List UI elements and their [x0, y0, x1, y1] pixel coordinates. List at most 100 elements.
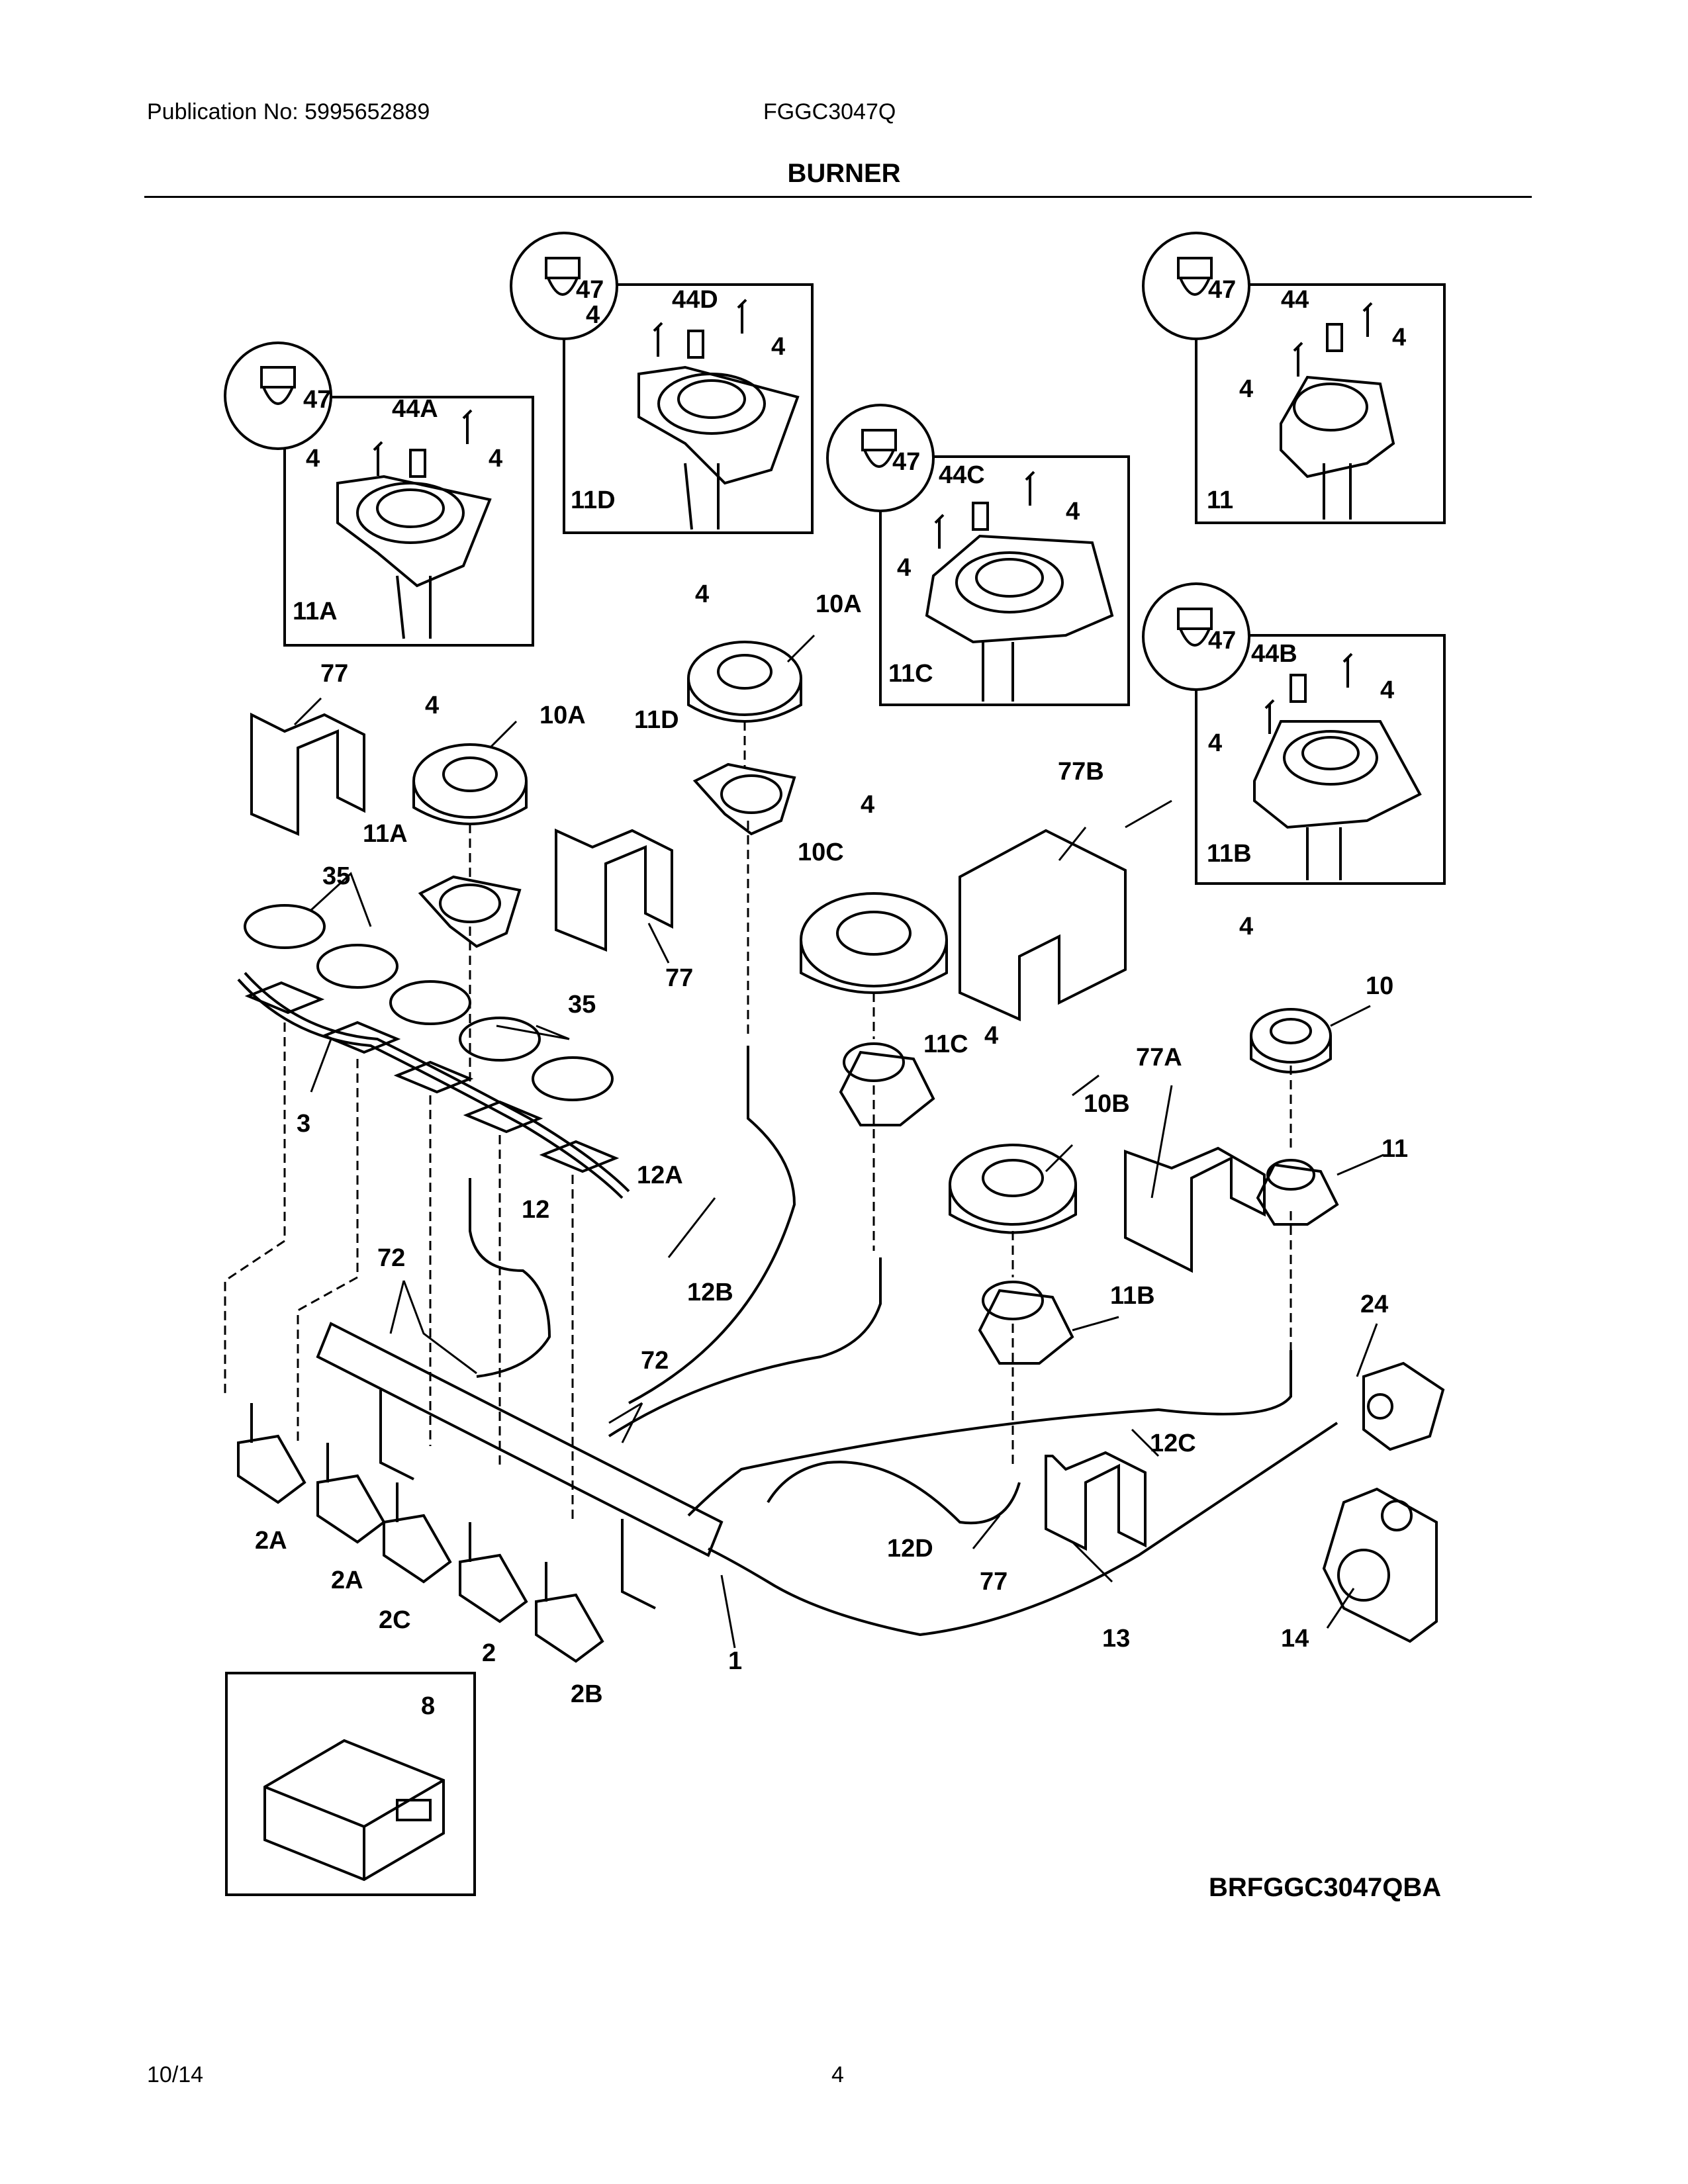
- callout-44A: 44A: [392, 395, 438, 423]
- burner-base-11C: [925, 534, 1114, 702]
- header-rule: [144, 196, 1532, 198]
- burner-head-10: [1250, 1008, 1332, 1073]
- callout-4: 4: [984, 1022, 998, 1050]
- inset-11B: [1195, 634, 1446, 885]
- heat-shield-77B: [959, 829, 1127, 1022]
- callout-13: 13: [1102, 1625, 1130, 1653]
- electrode-44B-icon: [1289, 674, 1307, 703]
- screw-icon: [1342, 653, 1353, 688]
- orifice-callout-circle: [510, 232, 618, 340]
- heat-shield-77-left: [250, 712, 365, 837]
- callout-44: 44: [1281, 286, 1309, 314]
- callout-2: 2: [482, 1639, 496, 1667]
- inset-11D: [563, 283, 814, 534]
- publication-date: 10/14: [147, 2062, 204, 2087]
- callout-11C: 11C: [888, 660, 933, 688]
- callout-4: 4: [489, 445, 502, 473]
- callout-2A: 2A: [255, 1527, 287, 1555]
- callout-10A: 10A: [816, 590, 862, 618]
- ignition-harness-3: [237, 972, 630, 1199]
- heat-shield-77A: [1124, 1146, 1266, 1273]
- valve-2A-right: [316, 1443, 386, 1544]
- callout-4: 4: [425, 692, 439, 719]
- burner-base-11B: [1253, 720, 1422, 880]
- callout-47: 47: [303, 386, 331, 414]
- manifold-brackets: [379, 1390, 656, 1610]
- burner-base-11A-exploded: [418, 875, 522, 948]
- screw-icon: [1264, 699, 1275, 734]
- callout-3: 3: [297, 1110, 310, 1138]
- burner-head-10C: [800, 892, 948, 994]
- callout-72: 72: [641, 1347, 669, 1375]
- callout-12D: 12D: [887, 1535, 933, 1563]
- orifice-47-icon: [260, 366, 296, 405]
- callout-12B: 12B: [687, 1279, 733, 1306]
- screw-icon: [1362, 302, 1373, 337]
- screw-icon: [373, 441, 383, 476]
- callout-4: 4: [1392, 324, 1406, 351]
- screw-icon: [934, 514, 945, 549]
- callout-4: 4: [1239, 375, 1253, 403]
- callout-4: 4: [897, 554, 911, 582]
- tube-12B: [608, 1257, 882, 1437]
- callout-11A: 11A: [293, 598, 338, 625]
- burner-base-11B-exploded: [978, 1281, 1074, 1365]
- callout-11B: 11B: [1207, 840, 1252, 868]
- callout-11: 11: [1382, 1135, 1408, 1163]
- callout-47: 47: [1208, 276, 1236, 304]
- callout-8: 8: [421, 1692, 435, 1720]
- tube-12D: [767, 1461, 1021, 1525]
- callout-11C: 11C: [923, 1030, 968, 1058]
- tube-13: [708, 1422, 1338, 1637]
- callout-4: 4: [1208, 729, 1222, 757]
- valve-2: [459, 1522, 528, 1623]
- callout-10B: 10B: [1084, 1090, 1130, 1118]
- orifice-47-icon: [545, 257, 581, 296]
- inset-11A: [283, 396, 534, 647]
- callout-4: 4: [1066, 498, 1080, 525]
- valve-2B: [535, 1562, 604, 1663]
- orifice-callout-circle: [826, 404, 935, 512]
- callout-labels: 47 44A 4 4 11A 47 44D 4 4 11D 47 44C 4 4…: [255, 276, 1408, 1720]
- callout-77: 77: [980, 1568, 1008, 1596]
- callout-11A: 11A: [363, 820, 408, 848]
- callout-47: 47: [892, 448, 920, 476]
- orifice-47-icon: [1177, 608, 1213, 647]
- burner-head-10B: [949, 1144, 1077, 1234]
- callout-2C: 2C: [379, 1606, 411, 1634]
- callout-77: 77: [320, 660, 348, 688]
- callout-11B: 11B: [1110, 1282, 1155, 1310]
- orifice-47-icon: [1177, 257, 1213, 296]
- callout-2B: 2B: [571, 1680, 603, 1708]
- callout-10C: 10C: [798, 839, 844, 866]
- heat-shield-77-right: [1045, 1451, 1147, 1551]
- model-number: FGGC3047Q: [763, 99, 896, 124]
- screw-icon: [462, 409, 473, 444]
- callout-72: 72: [377, 1244, 405, 1272]
- heat-shield-77-center: [555, 828, 673, 952]
- burner-base-11: [1280, 375, 1395, 520]
- callout-24: 24: [1360, 1291, 1388, 1318]
- page-number: 4: [831, 2062, 844, 2087]
- drawing-code: BRFGGC3047QBA: [1209, 1873, 1442, 1902]
- burner-base-11-exploded: [1256, 1159, 1339, 1226]
- tube-12A: [628, 1046, 796, 1404]
- inset-8: [225, 1672, 476, 1896]
- screw-icon: [1025, 471, 1035, 506]
- callout-4: 4: [695, 580, 709, 608]
- burner-base-11D: [637, 365, 800, 530]
- orifice-47-icon: [861, 429, 897, 468]
- section-title: BURNER: [787, 159, 901, 188]
- screw-icon: [653, 322, 663, 357]
- electrode-caps-35: [244, 904, 614, 1101]
- callout-44C: 44C: [939, 461, 985, 489]
- callout-35: 35: [322, 862, 350, 890]
- screw-icon: [1293, 341, 1303, 377]
- callout-35: 35: [568, 991, 596, 1019]
- callout-4: 4: [1239, 913, 1253, 940]
- orifice-callout-circle: [1142, 232, 1250, 340]
- callout-12C: 12C: [1150, 1430, 1196, 1457]
- callout-47: 47: [576, 276, 604, 304]
- callout-11: 11: [1207, 486, 1233, 514]
- callout-4: 4: [1380, 676, 1394, 704]
